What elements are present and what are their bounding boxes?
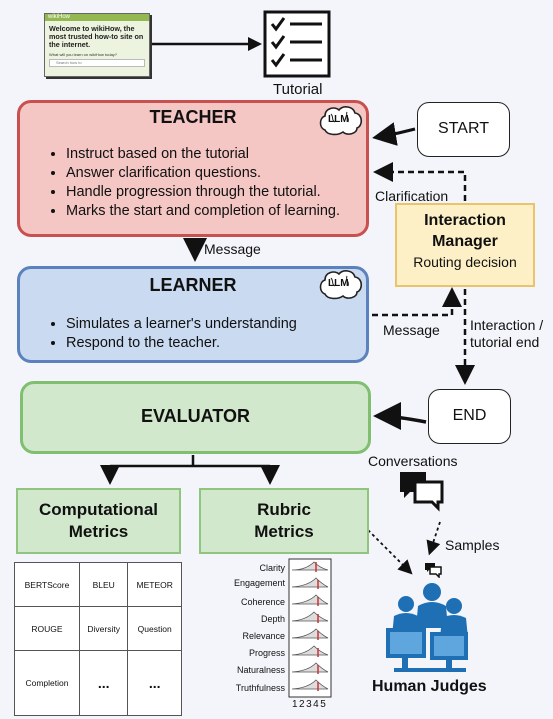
computational-title-1: Computational: [39, 500, 158, 519]
llm-badge-text: LLM: [328, 114, 349, 125]
clarification-label: Clarification: [375, 188, 449, 204]
computational-metrics-table: BERTScore BLEU METEOR ROUGE Diversity Qu…: [14, 561, 182, 716]
checklist-icon: [263, 10, 331, 78]
metric-cell: METEOR: [127, 561, 182, 608]
interaction-end-label-2: tutorial end: [470, 334, 540, 350]
metric-cell: ...: [127, 650, 182, 716]
tutorial-label: Tutorial: [273, 81, 323, 98]
start-node: START: [417, 102, 510, 157]
message-down-label: Message: [204, 241, 261, 257]
list-item: Instruct based on the tutorial: [66, 145, 340, 164]
rubric-label-engagement: Engagement: [233, 578, 285, 588]
interaction-manager-subtitle: Routing decision: [413, 254, 517, 270]
rubric-title-1: Rubric: [257, 500, 311, 519]
ridge-row: [291, 662, 329, 674]
ridge-row: [291, 561, 329, 572]
metric-cell: Question: [127, 606, 182, 652]
metric-cell: Completion: [14, 650, 80, 716]
screenshot-brand: wikiHow: [48, 14, 71, 20]
metric-cell: BLEU: [78, 561, 129, 608]
rubric-title-2: Metrics: [254, 522, 314, 541]
small-chat-icon: [425, 563, 442, 578]
evaluator-title: EVALUATOR: [140, 406, 250, 426]
ridge-row: [291, 577, 329, 589]
list-item: Respond to the teacher.: [66, 334, 297, 353]
samples-label: Samples: [445, 537, 500, 553]
llm-brain-icon: LLM: [317, 104, 365, 138]
human-judges-icon: [386, 583, 468, 672]
interaction-manager-title-2: Manager: [432, 233, 498, 250]
computational-title-2: Metrics: [68, 522, 129, 541]
ridge-row: [291, 645, 329, 657]
rubric-label-naturalness: Naturalness: [236, 665, 285, 675]
screenshot-prompt: What will you learn on wikiHow today?: [49, 52, 118, 57]
rubric-to-judges-arrow: [367, 529, 413, 575]
rubric-label-progress: Progress: [248, 648, 285, 658]
conversations-label: Conversations: [368, 453, 458, 469]
rubric-label-truthfulness: Truthfulness: [235, 683, 285, 693]
learner-box: LEARNER Simulates a learner's understand…: [17, 266, 369, 363]
rubric-scale-label: 12345: [292, 699, 328, 710]
llm-badge-text: LLM: [328, 278, 349, 289]
list-item: Answer clarification questions.: [66, 164, 340, 183]
metric-cell: Diversity: [78, 606, 129, 652]
rubric-label-relevance: Relevance: [242, 631, 285, 641]
computational-metrics-box: Computational Metrics: [16, 488, 181, 554]
teacher-list: Instruct based on the tutorial Answer cl…: [48, 145, 340, 221]
learner-list: Simulates a learner's understanding Resp…: [48, 315, 297, 353]
ridge-row: [291, 679, 329, 691]
message-up-label: Message: [383, 322, 440, 338]
ridge-row: [291, 611, 329, 623]
list-item: Handle progression through the tutorial.: [66, 183, 340, 202]
table-row: ROUGE Diversity Question: [14, 606, 182, 652]
list-item: Marks the start and completion of learni…: [66, 202, 340, 221]
screenshot-to-tutorial-arrow: [152, 37, 262, 51]
rubric-label-coherence: Coherence: [240, 597, 285, 607]
table-row: BERTScore BLEU METEOR: [14, 561, 182, 608]
screenshot-header: wikiHow: [45, 14, 149, 21]
rubric-label-depth: Depth: [260, 614, 285, 624]
interaction-manager-title-1: Interaction: [424, 212, 506, 229]
learner-title: LEARNER: [149, 275, 237, 295]
learner-to-manager-arrow: [372, 287, 462, 317]
screenshot-search: Search how to: [49, 59, 145, 67]
teacher-box: TEACHER Instruct based on the tutorial A…: [17, 100, 369, 237]
end-node: END: [428, 389, 511, 444]
metric-cell: ROUGE: [14, 606, 80, 652]
chat-bubbles-icon: [400, 472, 444, 512]
screenshot-welcome: Welcome to wikiHow, the most trusted how…: [49, 24, 144, 49]
rubric-label-clarity: Clarity: [259, 563, 285, 573]
ridge-row: [291, 594, 329, 606]
rubric-ridge-plot: [288, 558, 332, 698]
evaluator-box: EVALUATOR: [20, 381, 371, 454]
interaction-end-label-1: Interaction /: [470, 317, 544, 333]
human-judges-label: Human Judges: [372, 678, 487, 695]
end-to-evaluator-arrow: [373, 402, 427, 431]
table-row: Completion ... ...: [14, 650, 182, 716]
interaction-manager-box: Interaction Manager Routing decision: [395, 203, 535, 287]
metric-cell: BERTScore: [14, 561, 80, 608]
teacher-title: TEACHER: [149, 107, 237, 127]
llm-brain-icon: LLM: [317, 268, 365, 302]
samples-to-judges-arrow: [426, 521, 441, 556]
rubric-metrics-box: Rubric Metrics: [199, 488, 369, 554]
ridge-row: [291, 628, 329, 640]
list-item: Simulates a learner's understanding: [66, 315, 297, 334]
metric-cell: ...: [78, 650, 129, 716]
start-to-teacher-arrow: [372, 122, 416, 146]
tutorial-screenshot: wikiHow Welcome to wikiHow, the most tru…: [44, 13, 150, 77]
